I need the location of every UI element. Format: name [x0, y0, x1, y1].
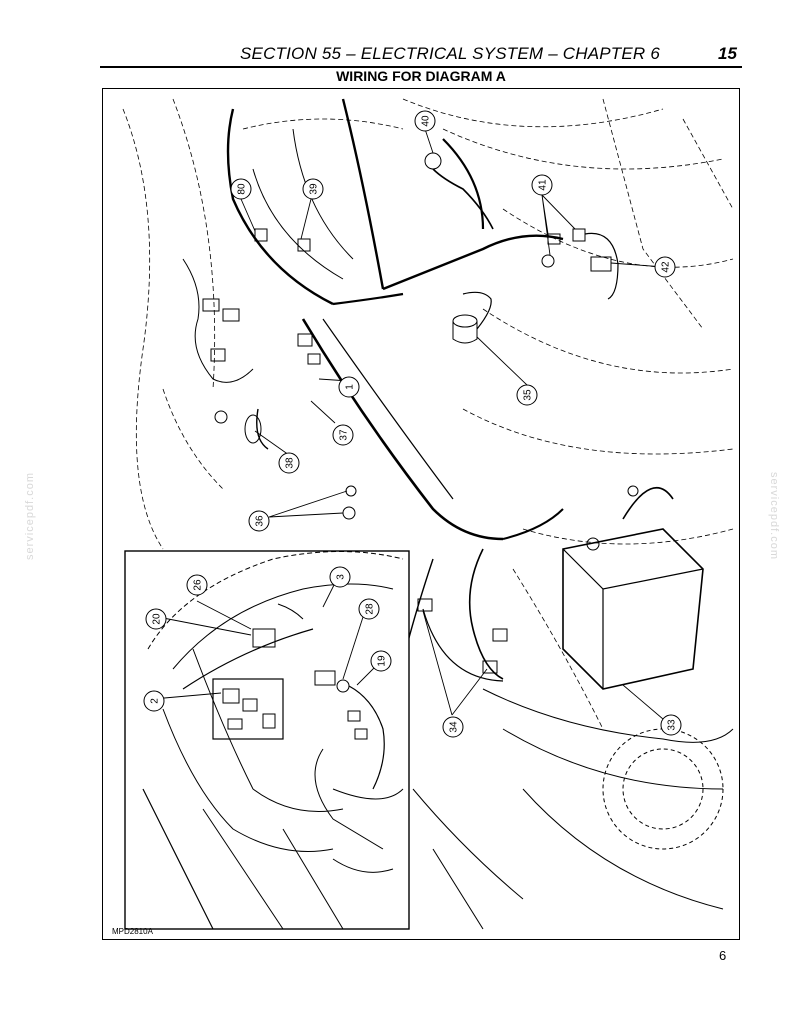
figure-number: 6	[719, 948, 727, 963]
svg-text:36: 36	[255, 515, 266, 527]
svg-text:3: 3	[336, 574, 347, 580]
callout-3: 3	[329, 566, 351, 588]
line-art	[122, 98, 734, 930]
inset-detail	[124, 550, 410, 930]
section-title: SECTION 55 – ELECTRICAL SYSTEM – CHAPTER…	[240, 44, 660, 63]
wiring-diagram: 40 80 39 41 42 35 1 37 38 36 26 3 20 28 …	[122, 98, 734, 930]
figure-title: WIRING FOR DIAGRAM A	[336, 68, 506, 84]
callout-28: 28	[358, 598, 380, 620]
svg-text:33: 33	[667, 719, 678, 731]
svg-text:35: 35	[523, 389, 534, 401]
callout-40: 40	[414, 110, 436, 132]
page-number: 15	[718, 44, 737, 63]
callout-2: 2	[143, 690, 165, 712]
callout-20: 20	[145, 608, 167, 630]
callout-37: 37	[332, 424, 354, 446]
callout-35: 35	[516, 384, 538, 406]
figure-frame	[102, 88, 740, 940]
watermark-left: servicepdf.com	[23, 472, 36, 560]
callout-33: 33	[660, 714, 682, 736]
callout-38: 38	[278, 452, 300, 474]
svg-text:41: 41	[538, 179, 549, 191]
svg-text:38: 38	[285, 457, 296, 469]
svg-text:26: 26	[193, 579, 204, 591]
svg-text:39: 39	[309, 183, 320, 195]
svg-text:80: 80	[237, 183, 248, 195]
svg-text:34: 34	[449, 721, 460, 733]
callout-1: 1	[338, 376, 360, 398]
svg-text:37: 37	[339, 429, 350, 441]
callout-34: 34	[442, 716, 464, 738]
svg-text:40: 40	[421, 115, 432, 127]
callout-36: 36	[248, 510, 270, 532]
watermark-right: servicepdf.com	[767, 472, 780, 560]
callout-39: 39	[302, 178, 324, 200]
callouts: 40 80 39 41 42 35 1 37 38 36 26 3 20 28 …	[143, 110, 682, 738]
header-rule	[100, 66, 742, 68]
svg-text:20: 20	[152, 613, 163, 625]
callout-80: 80	[230, 178, 252, 200]
svg-text:42: 42	[661, 261, 672, 273]
callout-41: 41	[531, 174, 553, 196]
svg-text:1: 1	[345, 384, 356, 390]
leader-lines	[152, 128, 671, 726]
callout-19: 19	[370, 650, 392, 672]
svg-text:19: 19	[377, 655, 388, 667]
callout-26: 26	[186, 574, 208, 596]
svg-text:2: 2	[150, 698, 161, 704]
figure-code: MPD2810A	[112, 927, 153, 936]
svg-text:28: 28	[365, 603, 376, 615]
callout-42: 42	[654, 256, 676, 278]
